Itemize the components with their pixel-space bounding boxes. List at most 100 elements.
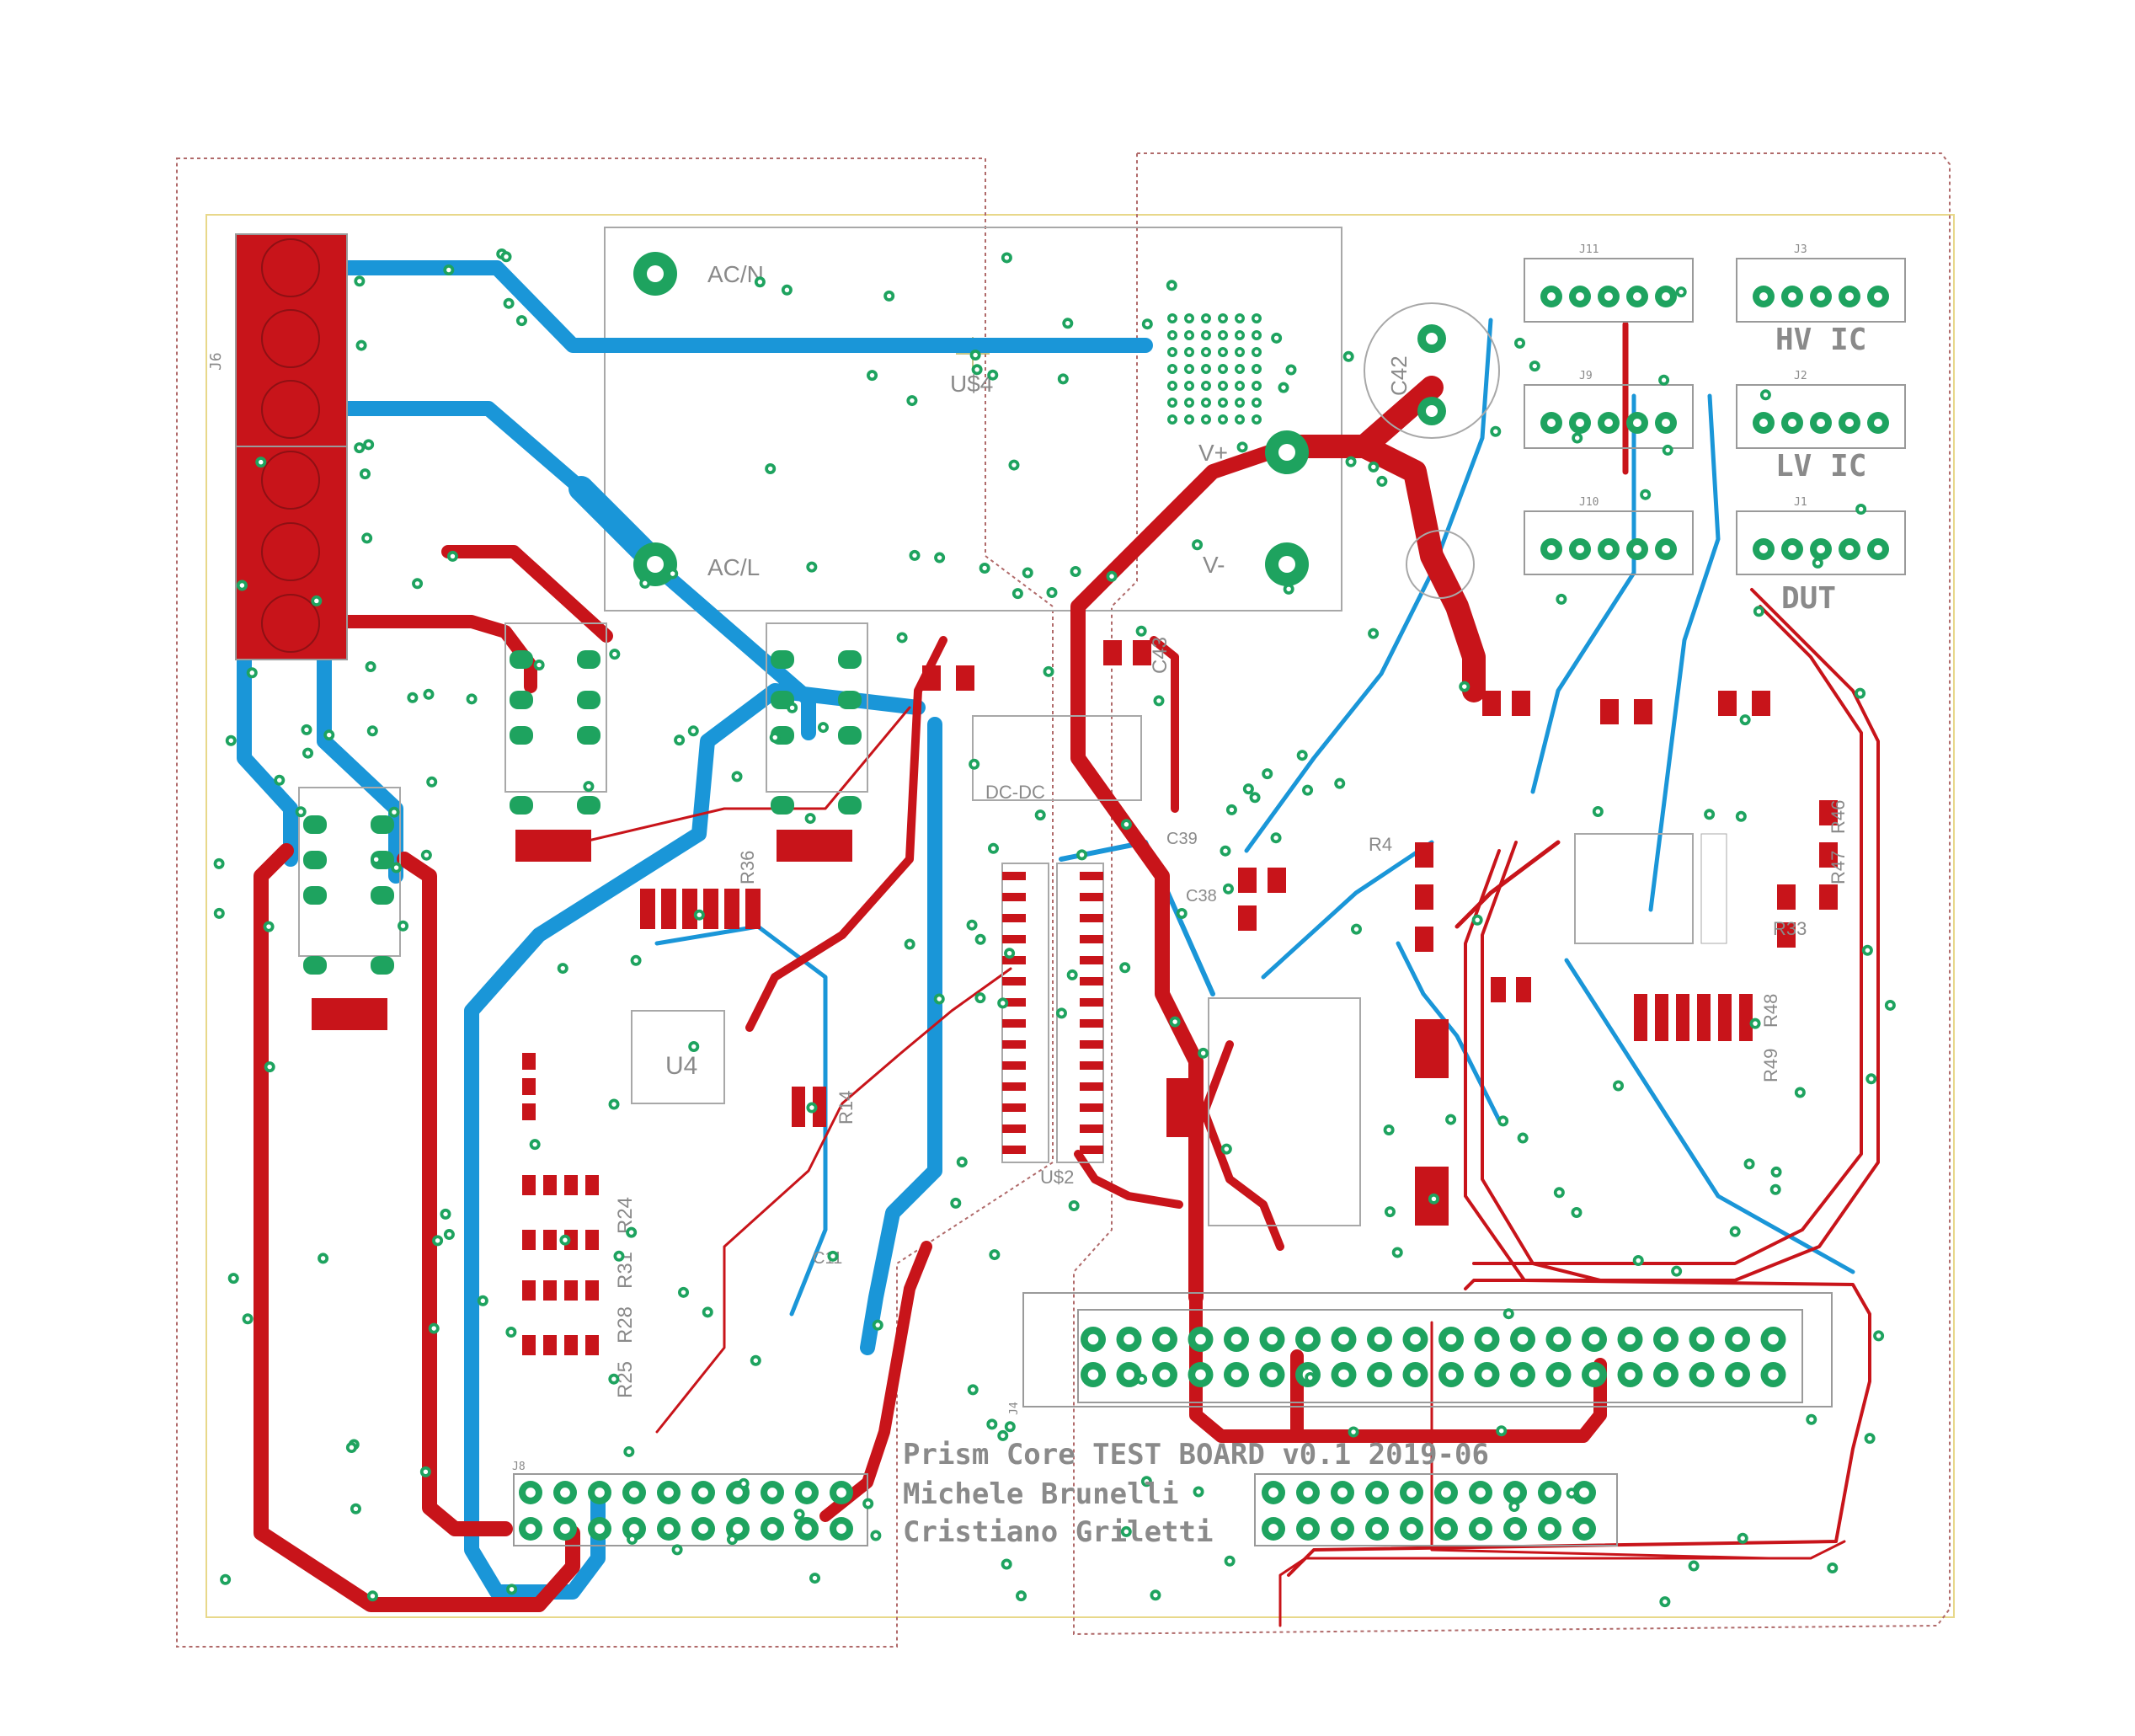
via-hole [1867,1435,1872,1441]
j4-pad-hole [1481,1369,1492,1381]
via-hole [1740,1536,1745,1541]
via-hole [809,1105,814,1110]
r48-label: R48 [1760,994,1781,1028]
via-hole [1223,848,1228,853]
thermal-via-hole [1187,400,1192,405]
r33-label: R33 [1773,918,1807,939]
via-hole [446,267,451,273]
j4-pad-hole [1374,1333,1385,1345]
j4-pad-hole [1553,1333,1564,1345]
j8-pad-hole [629,1524,639,1534]
j4-pad-hole [1195,1333,1206,1345]
via-hole [443,1211,448,1217]
thermal-via-hole [1170,333,1175,338]
j10-label: J10 [1579,496,1599,509]
via-hole [865,1501,871,1506]
via-hole [359,343,364,348]
thermal-via-hole [1170,400,1175,405]
thermal-via-hole [1187,383,1192,388]
j8-pad-hole [767,1488,777,1498]
thermal-via-hole [1254,316,1259,321]
header-pad-hole [1303,1488,1313,1498]
j4-pad-hole [1267,1333,1278,1345]
via-hole [797,1512,802,1517]
via-hole [1273,835,1278,841]
via-hole [670,571,675,576]
via-hole [450,553,456,559]
via-hole [228,738,234,743]
psu-pads [633,252,1309,586]
via-hole [1569,1491,1574,1496]
via-hole [990,846,996,852]
j8-pad-hole [560,1488,570,1498]
j4-label: J4 [1008,1402,1021,1415]
r46-label: R46 [1828,800,1849,834]
thermal-via-hole [1237,383,1242,388]
via-hole [1196,1489,1201,1494]
via-hole [373,857,379,863]
j4-pad-hole [1732,1369,1743,1381]
thermal-via-hole [1170,383,1175,388]
thermal-via-hole [1187,333,1192,338]
via-hole [392,809,397,815]
via-hole [431,1326,436,1331]
via-hole [1300,752,1305,758]
via-hole [1499,1428,1504,1434]
j2-label: J2 [1794,370,1807,382]
j4-pad-hole [1230,1369,1242,1381]
lv-ic-label: LV IC [1775,449,1866,483]
via-hole [1139,628,1144,633]
thermal-via-hole [1237,417,1242,422]
j4-pad-hole [1696,1333,1707,1345]
via-hole [937,996,942,1002]
via-hole [532,1141,537,1147]
via-hole [1038,812,1043,818]
us2-label: U$2 [1040,1167,1074,1188]
via-hole [757,280,763,285]
j8-pad-hole [526,1488,536,1498]
via-hole [1574,435,1580,441]
j4-pad-hole [1410,1369,1421,1381]
via-hole [1353,927,1359,932]
c42-capacitor: C42 [1364,302,1500,599]
via-hole [1060,377,1066,382]
header-pad-hole [1441,1524,1451,1534]
via-hole [1156,698,1161,703]
via-hole [1809,1417,1814,1422]
via-hole [353,1506,359,1511]
via-hole [1224,1146,1230,1151]
smd-components [522,640,1838,1355]
via-hole [216,861,222,867]
via-hole [1229,807,1235,813]
via-hole [1124,821,1129,827]
j4-pad-hole [1159,1333,1171,1345]
via-hole [1073,569,1078,574]
j4-pad-hole [1087,1333,1099,1345]
via-hole [1286,586,1291,592]
via-hole [304,727,309,733]
j4-pad-hole [1302,1333,1314,1345]
via-hole [1252,795,1257,800]
via-hole [1006,950,1012,956]
thermal-via-hole [1204,417,1209,422]
j4-pad-hole [1517,1369,1529,1381]
via-hole [1512,1504,1517,1509]
via-hole [1865,948,1871,953]
via-hole [808,815,813,821]
via-hole [1172,1019,1177,1024]
via-hole [611,1102,616,1107]
via-hole [1858,506,1864,512]
via-hole [245,1317,250,1322]
via-hole [327,732,332,738]
via-hole [886,293,892,299]
via-hole [616,1253,622,1259]
via-hole [1395,1250,1400,1255]
c39-label: C39 [1166,830,1198,848]
j4-pad-hole [1338,1333,1349,1345]
via-hole [676,737,682,743]
via-hole [426,692,431,697]
via-hole [1663,1599,1668,1605]
via-hole [990,1422,995,1427]
bottom-copper-traces [237,260,1855,1600]
